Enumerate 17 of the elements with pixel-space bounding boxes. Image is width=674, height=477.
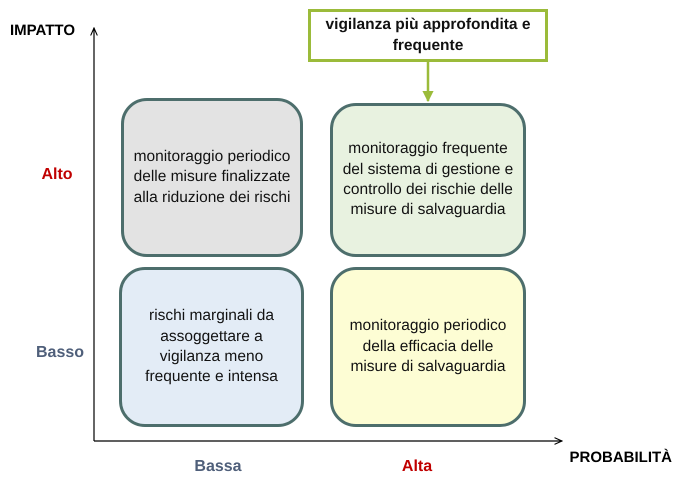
box-text: rischi marginali da assoggettare a vigilanza meno frequente e intensa: [144, 306, 279, 388]
quadrant-box: [121, 98, 303, 257]
box-text: monitoraggio frequente del sistema di gestione e controllo dei rischie delle misure di salvaguardia: [342, 139, 514, 220]
axis-title: PROBABILITÀ: [570, 449, 672, 466]
callout-box: [308, 9, 548, 62]
box-text: monitoraggio periodico della efficacia delle misure di salvaguardia: [348, 316, 508, 378]
arrow: [422, 62, 434, 102]
box-text: monitoraggio periodico delle misure finalizzate alla riduzione dei rischi: [132, 146, 292, 208]
quadrant-box: [330, 267, 526, 427]
axis-level-label: Bassa: [194, 458, 242, 476]
axis-level-label: Alto: [41, 166, 73, 184]
quadrant-box: [119, 267, 304, 427]
quadrant-box: [330, 103, 526, 257]
axis-level-label: Alta: [402, 458, 432, 476]
axis-title: IMPATTO: [10, 22, 75, 39]
box-text: vigilanza più approfondita e frequente: [324, 14, 532, 56]
axis-level-label: Basso: [36, 344, 84, 362]
